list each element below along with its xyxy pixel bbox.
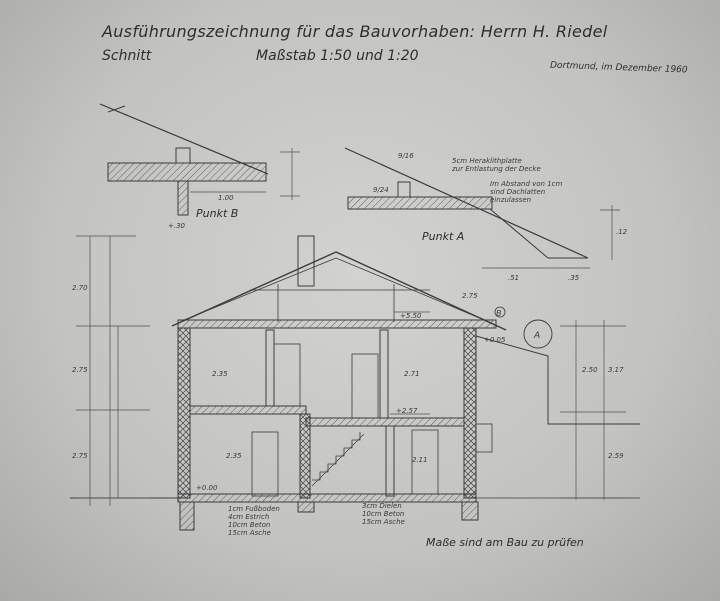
staircase	[312, 432, 361, 481]
dim-interior-1: 2.35	[212, 370, 228, 378]
label-punkt-b: Punkt B	[196, 207, 239, 220]
marker-a: A	[533, 331, 540, 341]
dim-interior-2: 2.71	[404, 370, 420, 378]
detail-a: 9/24 9/16 .51 .35 .12	[344, 147, 628, 282]
dim-detail-a-left: 9/24	[373, 186, 389, 194]
detail-a-slab	[347, 196, 493, 210]
dim-upper-floor-level: +2.57	[396, 407, 418, 415]
dim-detail-b-base: +.30	[168, 222, 186, 230]
dim-detail-a-h: .12	[616, 228, 628, 236]
dim-detail-b-width: 1.00	[218, 194, 234, 202]
dim-right-lower: 2.59	[608, 452, 624, 460]
dim-ground-right: +0.05	[484, 336, 506, 344]
drawing-title: Ausführungszeichnung für das Bauvorhaben…	[102, 22, 608, 41]
drawing-scale: Maßstab 1:50 und 1:20	[256, 48, 419, 64]
ground-slab	[177, 493, 477, 503]
detail-note-insulation: 5cm Heraklithplatte zur Entlastung der D…	[452, 157, 541, 173]
detail-b: 1.00 +.30	[99, 103, 300, 230]
interior-dimensions: 2.35 2.71 2.35 2.11 +5.50 2.75 +0.05 +2.…	[196, 292, 506, 492]
dim-lower-level: +0.00	[196, 484, 218, 492]
upper-floor-slab-right	[305, 417, 465, 427]
detail-b-rafter	[99, 103, 269, 175]
dim-right-total: 3.17	[608, 366, 624, 374]
dim-left-storey-1: 2.75	[72, 366, 88, 374]
attic-slab	[177, 319, 497, 329]
dim-detail-a-d1: .51	[508, 274, 519, 282]
dim-roof-level: +5.50	[400, 312, 422, 320]
marker-b: B	[496, 309, 502, 318]
dim-interior-3: 2.35	[226, 452, 242, 460]
dim-detail-a-top: 9/16	[398, 152, 414, 160]
detail-b-slab	[107, 162, 267, 182]
roof	[171, 251, 507, 331]
floor-note-left: 1cm Fußboden 4cm Estrich 10cm Beton 15cm…	[228, 505, 280, 537]
detail-b-wall	[177, 180, 189, 216]
label-punkt-a: Punkt A	[422, 230, 465, 243]
dim-left-storey-2: 2.75	[72, 452, 88, 460]
upper-floor-slab-left	[189, 405, 307, 415]
chimney	[297, 235, 315, 287]
drawing-subtitle: Schnitt	[102, 48, 152, 64]
floor-note-mid: 3cm Dielen 10cm Beton 15cm Asche	[362, 502, 405, 526]
dim-roof-span: 2.75	[462, 292, 478, 300]
main-section	[70, 235, 640, 531]
left-dimension-chain: 2.70 2.75 2.75	[72, 235, 150, 506]
left-outer-wall	[177, 327, 191, 499]
dim-left-roof: 2.70	[72, 284, 88, 292]
detail-a-callout	[523, 319, 553, 349]
detail-note-battens: Im Abstand von 1cm sind Dachlatten einzu…	[490, 180, 563, 204]
dim-right-upper: 2.50	[582, 366, 598, 374]
right-outer-wall	[463, 327, 477, 499]
dim-detail-a-d2: .35	[568, 274, 580, 282]
dim-interior-4: 2.11	[412, 456, 428, 464]
right-dimension-chain: 2.50 3.17 2.59	[560, 320, 626, 500]
note-check-dimensions: Maße sind am Bau zu prüfen	[426, 536, 584, 549]
